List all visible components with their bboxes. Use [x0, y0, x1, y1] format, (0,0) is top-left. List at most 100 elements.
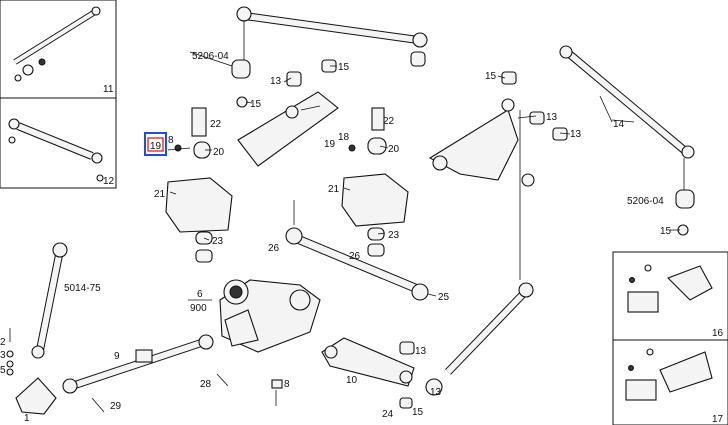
callout-20-right[interactable]: 20 [388, 144, 400, 155]
intermediate-shaft[interactable] [62, 334, 214, 394]
label-15: 15 [660, 226, 672, 237]
label-12: 12 [103, 176, 115, 187]
label-28: 28 [200, 379, 212, 390]
code-5014-75: 5014-75 [64, 283, 101, 294]
label-2: 2 [0, 337, 6, 348]
callout-13-a[interactable]: 13 [270, 76, 282, 87]
callout-15-top[interactable]: 15 [250, 99, 262, 110]
callout-15-e[interactable]: 15 [412, 407, 424, 418]
label-24: 24 [382, 409, 394, 420]
label-9: 9 [114, 351, 120, 362]
label-15: 15 [250, 99, 262, 110]
steering-column[interactable] [15, 242, 68, 415]
label-13: 13 [415, 346, 427, 357]
callout-24[interactable]: 24 [382, 409, 394, 420]
callout-10[interactable]: 10 [346, 375, 358, 386]
label-900: 900 [190, 303, 207, 314]
callout-26-right[interactable]: 26 [349, 251, 361, 262]
callout-2[interactable]: 2 [0, 337, 6, 348]
code-5206-04-top: 5206-04 [192, 51, 229, 62]
fasteners [6, 328, 413, 413]
callout-5206-top[interactable]: 5206-04 [192, 51, 229, 62]
callout-13-e[interactable]: 13 [430, 387, 442, 398]
callout-15-d[interactable]: 15 [660, 226, 672, 237]
label-15: 15 [485, 71, 497, 82]
label-20: 20 [213, 147, 225, 158]
label-16: 16 [712, 328, 724, 339]
label-13: 13 [430, 387, 442, 398]
label-1: 1 [24, 413, 30, 424]
callout-25[interactable]: 25 [438, 292, 450, 303]
inset-frame-12[interactable]: 12 [0, 97, 117, 189]
pitman-arm[interactable] [321, 337, 415, 387]
inset-frame-11[interactable]: 11 [0, 0, 117, 99]
callout-5014[interactable]: 5014-75 [64, 283, 101, 294]
label-19: 19 [324, 139, 336, 150]
label-19-highlight: 19 [150, 141, 162, 152]
callout-5206-right[interactable]: 5206-04 [627, 196, 664, 207]
label-21: 21 [328, 184, 340, 195]
callout-23-left[interactable]: 23 [212, 236, 224, 247]
top-tie-rod[interactable] [231, 6, 428, 108]
callout-19-highlighted[interactable]: 19 [144, 132, 167, 156]
label-8: 8 [168, 135, 174, 146]
callout-1[interactable]: 1 [24, 413, 30, 424]
callout-20-left[interactable]: 20 [213, 147, 225, 158]
callout-29[interactable]: 29 [110, 401, 122, 412]
label-21: 21 [154, 189, 166, 200]
label-17: 17 [712, 414, 724, 425]
label-20: 20 [388, 144, 400, 155]
callout-23-right[interactable]: 23 [388, 230, 400, 241]
label-15: 15 [412, 407, 424, 418]
label-26: 26 [349, 251, 361, 262]
callout-9[interactable]: 9 [114, 351, 120, 362]
callout-18[interactable]: 18 [338, 132, 350, 143]
callout-15-b[interactable]: 15 [338, 62, 350, 73]
code-5206-04-right: 5206-04 [627, 196, 664, 207]
callout-8-bottom[interactable]: 8 [284, 379, 290, 390]
label-10: 10 [346, 375, 358, 386]
callout-26-left[interactable]: 26 [268, 243, 280, 254]
bracket-21-left[interactable] [165, 177, 233, 263]
callout-8-top[interactable]: 8 [168, 135, 174, 146]
left-bracket-arm[interactable] [167, 59, 339, 167]
callout-14[interactable]: 14 [613, 119, 625, 130]
callout-19-right[interactable]: 19 [324, 139, 336, 150]
label-15: 15 [338, 62, 350, 73]
center-link-rod[interactable] [425, 110, 534, 396]
callout-3[interactable]: 3 [0, 350, 6, 361]
inset-frame-16[interactable]: 16 [612, 251, 728, 341]
callout-15-c[interactable]: 15 [485, 71, 497, 82]
label-13: 13 [546, 112, 558, 123]
right-idler-arm[interactable] [428, 71, 568, 187]
callout-6-900[interactable]: 6 900 [188, 289, 212, 314]
steering-gearbox[interactable] [219, 279, 321, 353]
leader-lines [169, 51, 680, 297]
label-3: 3 [0, 350, 6, 361]
callout-13-c[interactable]: 13 [570, 129, 582, 140]
callout-5[interactable]: 5 [0, 365, 6, 376]
drag-link[interactable] [285, 200, 429, 301]
callout-13-d[interactable]: 13 [415, 346, 427, 357]
inset-frame-17[interactable]: 17 [612, 339, 728, 425]
bracket-21-right[interactable] [341, 107, 409, 257]
label-8: 8 [284, 379, 290, 390]
right-tie-rod[interactable] [559, 45, 695, 236]
callout-22-left[interactable]: 22 [210, 119, 222, 130]
label-5: 5 [0, 365, 6, 376]
callout-21-right[interactable]: 21 [328, 184, 340, 195]
label-25: 25 [438, 292, 450, 303]
label-11: 11 [103, 84, 114, 95]
label-18: 18 [338, 132, 350, 143]
callout-13-b[interactable]: 13 [546, 112, 558, 123]
label-13: 13 [270, 76, 282, 87]
label-23: 23 [388, 230, 400, 241]
label-13: 13 [570, 129, 582, 140]
label-23: 23 [212, 236, 224, 247]
label-6: 6 [197, 289, 203, 300]
callout-22-right[interactable]: 22 [383, 116, 395, 127]
callout-28[interactable]: 28 [200, 379, 212, 390]
callout-21-left[interactable]: 21 [154, 189, 166, 200]
